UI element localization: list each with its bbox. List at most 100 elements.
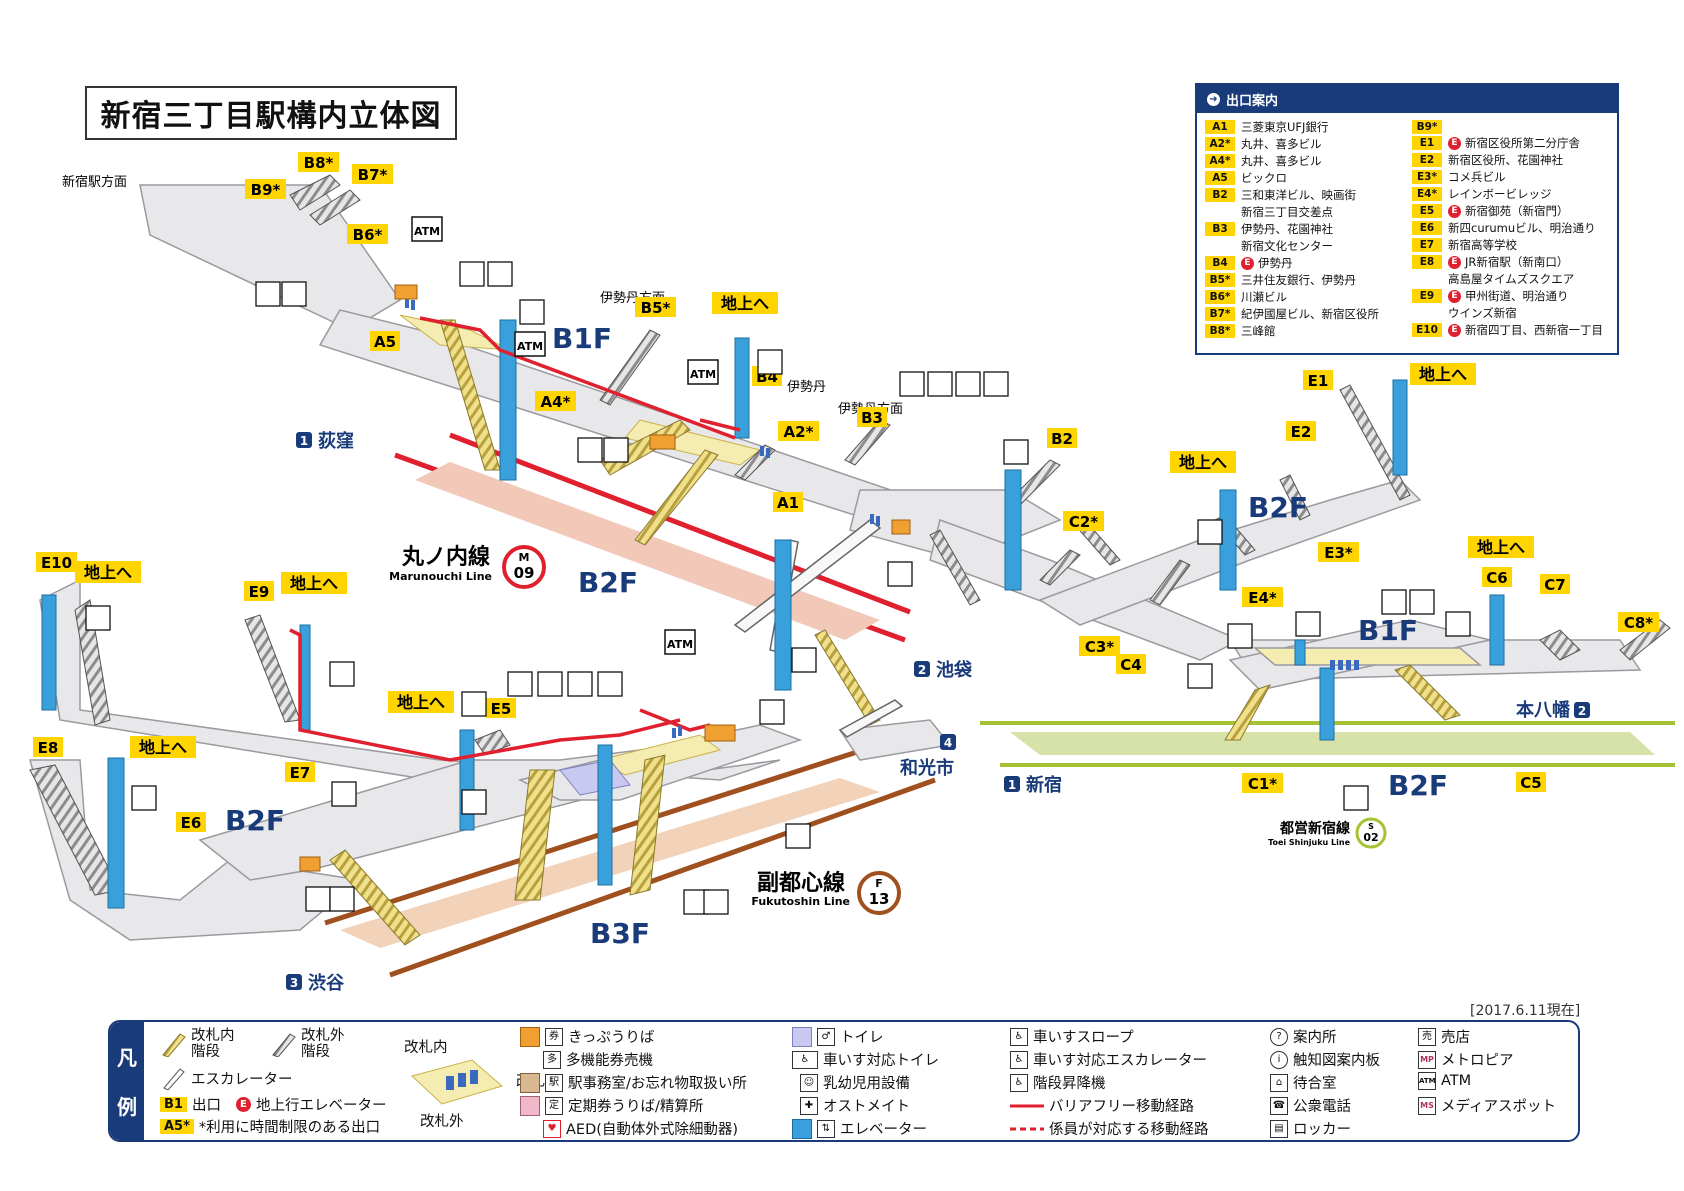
facility-icon (1227, 623, 1253, 649)
svg-text:1: 1 (1008, 778, 1016, 792)
atm-icon: ATM (1418, 1072, 1436, 1090)
exit-tag-label: B2 (1051, 430, 1073, 448)
exit-guide-row: E4*レインボービレッジ (1412, 186, 1609, 203)
exit-tag-label: A5 (374, 333, 396, 351)
exit-code-badge: E4* (1412, 187, 1442, 201)
dir-ogikubo: 1 荻窪 (296, 430, 354, 452)
exit-tag-label: E2 (1291, 423, 1312, 441)
legend-info: ?案内所 (1270, 1026, 1337, 1047)
elevator-exit-icon: E (1448, 256, 1461, 269)
legend-ticket: 券きっぷうりば (520, 1026, 654, 1047)
floor-b2f-c: B2F (1388, 769, 1448, 802)
svg-text:2: 2 (918, 663, 926, 677)
exit-tag-label: B6* (353, 226, 383, 244)
exit-destination: 伊勢丹、花園神社 (1241, 222, 1333, 236)
to-street-tag: 地上へ (1410, 363, 1476, 385)
shinjuku-platform (1010, 732, 1655, 755)
exit-code-badge: E10 (1412, 323, 1442, 337)
svg-text:池袋: 池袋 (936, 659, 973, 681)
exit-tag-c7: C7 (1540, 574, 1570, 594)
to-street-tag: 地上へ (712, 292, 778, 314)
legend-phone: ☎公衆電話 (1270, 1095, 1351, 1116)
legend-elevator: ⇅エレベーター (792, 1118, 927, 1139)
facility-icon (757, 349, 783, 375)
floor-b2f-right: B2F (1248, 491, 1308, 524)
exit-tag-label: E5 (491, 700, 512, 718)
elevators (41, 319, 1505, 909)
exit-tag-b5: B5* (635, 297, 676, 317)
exit-destination: 新宿三丁目交差点 (1241, 205, 1333, 219)
facility-icon (281, 281, 307, 307)
legend-exit: B1 出口 E 地上行エレベーター (160, 1094, 386, 1115)
facility-icon (459, 261, 485, 287)
atm-icon: ATM (411, 216, 443, 242)
exit-tag-label: C6 (1486, 569, 1507, 587)
legend-side-bottom: 例 (117, 1095, 137, 1119)
exit-destination: 新宿御苑（新宿門） (1465, 204, 1569, 218)
svg-text:和光市: 和光市 (900, 757, 954, 779)
exit-code-badge: E8 (1412, 255, 1442, 269)
elevator-icon: ⇅ (817, 1119, 835, 1138)
exit-destination: 新宿高等学校 (1448, 238, 1517, 252)
legend-multi-ticket: 多多機能券売機 (543, 1049, 653, 1070)
facility-icon (329, 886, 355, 912)
multi-ticket-icon: 多 (543, 1050, 561, 1069)
svg-text:1: 1 (300, 434, 308, 448)
facility-icon (597, 671, 623, 697)
svg-text:本八幡: 本八幡 (1516, 699, 1570, 721)
exit-tag-a2: A2* (778, 421, 819, 441)
elevator-swatch-icon (792, 1118, 812, 1139)
ticket-machine-icon (520, 1026, 540, 1047)
floor-b2f-bottom-left: B2F (225, 804, 285, 837)
exit-code-badge: B7* (1205, 307, 1235, 321)
exit-code-badge: B5* (1205, 273, 1235, 287)
exit-tag-label: E4* (1248, 589, 1277, 607)
fukutoshin-track-2 (389, 777, 936, 978)
elevator-exit-icon: E (1241, 257, 1254, 270)
facility-icon (887, 561, 913, 587)
exit-tag-c3: C3* (1079, 636, 1120, 656)
exit-guide-row: 高島屋タイムズスクエア (1412, 271, 1609, 288)
exit-tag-label: C4 (1120, 656, 1141, 674)
facility-icon (927, 371, 953, 397)
legend-ostomate: ✚オストメイト (800, 1095, 910, 1116)
atm-icon: ATM (664, 629, 696, 655)
exit-tag-e3: E3* (1318, 542, 1359, 562)
exit-guide-header: ➜ 出口案内 (1197, 85, 1617, 113)
exit-destination: JR新宿駅（新南口） (1465, 255, 1569, 269)
elevator-exit-icon: E (1448, 290, 1461, 303)
exit-tag-label: E1 (1308, 372, 1329, 390)
exit-code-badge: A1 (1205, 120, 1235, 134)
exit-destination: 三菱東京UFJ銀行 (1241, 120, 1329, 134)
exit-guide-row: E3*コメ兵ビル (1412, 169, 1609, 186)
exit-tag-b3: B3 (857, 407, 887, 427)
exit-tag-b2: B2 (1047, 428, 1077, 448)
exit-destination: 新宿区役所、花園神社 (1448, 153, 1563, 167)
atm-icon: ATM (514, 331, 546, 357)
exit-tag-e9: E9 (244, 581, 274, 601)
facility-icon (791, 647, 817, 673)
dir-shinjuku-station: 新宿駅方面 (62, 174, 127, 190)
facility-icon (461, 691, 487, 717)
facility-icon (703, 889, 729, 915)
exit-destination: 丸井、喜多ビル (1241, 137, 1322, 151)
exit-code-badge: E9 (1412, 289, 1442, 303)
to-street-label: 地上へ (290, 574, 338, 593)
legend-wc-toilet: ♿車いす対応トイレ (792, 1049, 939, 1070)
facility-icon (785, 823, 811, 849)
exit-tag-b6: B6* (347, 224, 388, 244)
exit-guide-row: A2*丸井、喜多ビル (1205, 136, 1402, 153)
facility-icon (131, 785, 157, 811)
exit-tag-label: E7 (290, 764, 311, 782)
arrow-icon: ➜ (1207, 92, 1220, 106)
exit-guide-title: 出口案内 (1226, 93, 1279, 109)
marunouchi-platform (415, 462, 880, 640)
facility-icon (537, 671, 563, 697)
dir-motoyawata: 本八幡 2 (1516, 699, 1590, 721)
exit-guide-row: E8 E JR新宿駅（新南口） (1412, 254, 1609, 271)
exit-tag-e5: E5 (486, 698, 516, 718)
atm-label: ATM (690, 368, 716, 381)
shinjuku-line-en: Toei Shinjuku Line (1268, 838, 1351, 847)
to-street-label: 地上へ (721, 294, 769, 313)
